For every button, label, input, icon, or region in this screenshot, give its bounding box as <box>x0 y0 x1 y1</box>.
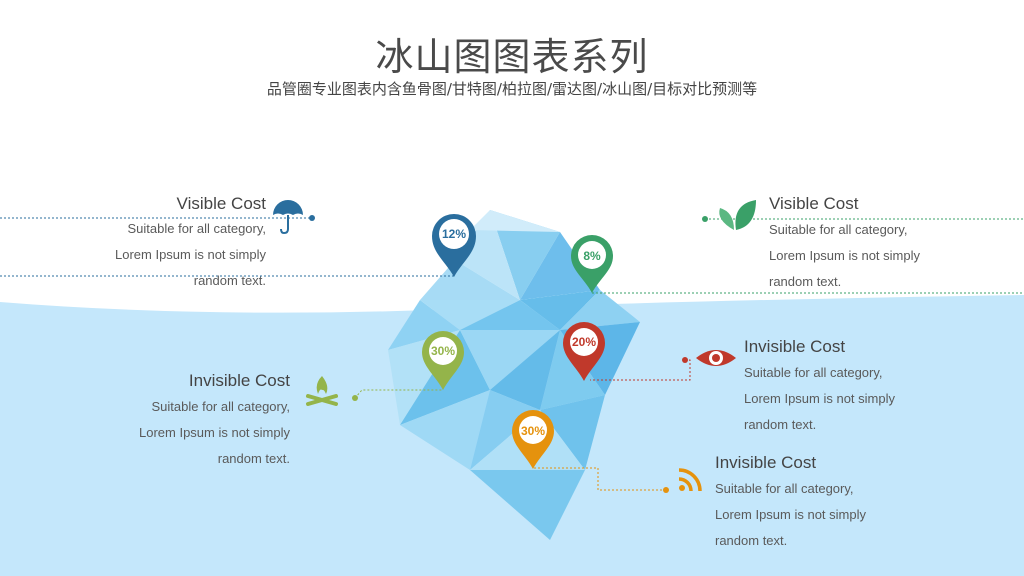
item-desc-3: Suitable for all category, Lorem Ipsum i… <box>139 394 290 472</box>
item-desc-5-line: Suitable for all category, <box>715 481 854 496</box>
item-title-5: Invisible Cost <box>715 453 817 472</box>
pin-marker-3 <box>422 331 464 390</box>
connector-line-5 <box>534 467 666 491</box>
pin-label-5: 30% <box>520 424 546 438</box>
item-title-4: Invisible Cost <box>744 337 846 356</box>
item-desc-1-line: random text. <box>193 273 266 288</box>
page-subtitle: 品管圈专业图表内含鱼骨图/甘特图/柏拉图/雷达图/冰山图/目标对比预测等 <box>266 80 758 98</box>
connector-dot-3 <box>352 395 358 401</box>
item-desc-5: Suitable for all category, Lorem Ipsum i… <box>715 476 866 554</box>
iceberg-tip <box>420 210 600 300</box>
item-desc-4: Suitable for all category, Lorem Ipsum i… <box>744 360 895 438</box>
item-desc-3-line: Lorem Ipsum is not simply <box>139 425 290 440</box>
item-desc-4-line: random text. <box>744 417 817 432</box>
pin-label-4: 20% <box>571 335 597 349</box>
pin-label-1: 12% <box>441 227 467 241</box>
connector-dot-1 <box>309 215 315 221</box>
connector-dot-5 <box>663 487 669 493</box>
connector-line-3 <box>354 389 443 399</box>
pin-marker-2 <box>571 235 613 293</box>
item-title-3: Invisible Cost <box>188 371 290 390</box>
campfire-icon <box>306 376 338 406</box>
pin-label-2: 8% <box>583 249 601 263</box>
item-desc-2-line: Suitable for all category, <box>769 222 908 237</box>
umbrella-icon <box>273 200 303 235</box>
connector-dot-4 <box>682 357 688 363</box>
item-desc-3-line: random text. <box>217 451 290 466</box>
eye-icon <box>696 350 736 366</box>
page-title: 冰山图图表系列 <box>375 35 649 79</box>
item-title-1: Visible Cost <box>176 194 266 213</box>
item-title-2: Visible Cost <box>769 194 859 213</box>
item-desc-2-line: random text. <box>769 274 842 289</box>
connector-dot-2 <box>702 216 708 222</box>
item-desc-1-line: Suitable for all category, <box>127 221 267 236</box>
pin-label-3: 30% <box>430 344 456 358</box>
pin-marker-1 <box>432 214 476 277</box>
item-desc-1-line: Lorem Ipsum is not simply <box>115 247 266 262</box>
item-desc-5-line: Lorem Ipsum is not simply <box>715 507 866 522</box>
pin-marker-5 <box>512 410 554 469</box>
item-desc-2: Suitable for all category, Lorem Ipsum i… <box>769 217 920 295</box>
item-desc-4-line: Suitable for all category, <box>744 365 883 380</box>
item-desc-4-line: Lorem Ipsum is not simply <box>744 391 895 406</box>
item-desc-5-line: random text. <box>715 533 788 548</box>
item-desc-2-line: Lorem Ipsum is not simply <box>769 248 920 263</box>
item-desc-1: Suitable for all category, Lorem Ipsum i… <box>115 216 266 294</box>
item-desc-3-line: Suitable for all category, <box>151 399 291 414</box>
leaf-icon <box>719 200 756 230</box>
rss-icon <box>678 468 702 492</box>
pin-marker-4 <box>563 322 605 381</box>
